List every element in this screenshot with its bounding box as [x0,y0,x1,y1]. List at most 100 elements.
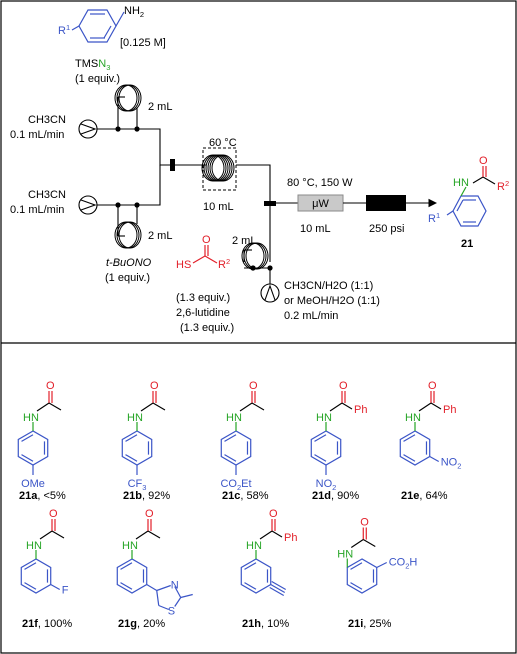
product-id: 21a [19,490,38,502]
carbonyl-o-label: O [46,380,55,392]
nh-label: HN [226,412,242,424]
product-o: O [479,155,488,167]
substituent-label: OMe [21,478,45,490]
thioacid-equiv: (1.3 equiv.) [176,292,230,304]
mw-volume: 10 mL [300,223,331,235]
pump1-icon [78,119,98,139]
pump2-rate: 0.1 mL/min [10,204,64,216]
product-id: 21f [22,618,38,630]
product-yield: , 10% [261,618,289,630]
carbonyl-o-label: O [49,508,58,520]
product-caption: 21e, 64% [401,490,448,502]
pump1-rate: 0.1 mL/min [10,129,64,141]
acyl-label: Ph [354,404,367,416]
product-yield: , 25% [363,618,391,630]
aniline-structure [71,9,125,43]
carbonyl-o-label: O [150,380,159,392]
pump3-solvent-a: CH3CN/H2O (1:1) [284,280,373,292]
acyl-label: Ph [284,532,297,544]
substituent-label: CO2Et [220,478,251,492]
tbuono-equiv: (1 equiv.) [105,272,150,284]
tbuono-label: t-BuONO [106,257,152,269]
carbonyl-o-label: O [145,508,154,520]
substituent-label: F [62,585,69,597]
product-yield: , 90% [331,490,359,502]
acyl-label: Ph [443,404,456,416]
product-id: 21g [118,618,137,630]
product-yield: , 100% [38,618,72,630]
carbonyl-o-label: O [428,380,437,392]
pump2-solvent: CH3CN [28,189,66,201]
product-21f: HN O F 21f, 100% [20,508,72,630]
product-yield: , 92% [142,490,170,502]
product-caption: 21c, 58% [222,490,269,502]
product-caption: 21f, 100% [22,618,72,630]
product-id: 21d [312,490,331,502]
carbonyl-o-label: O [360,517,369,529]
r1-label: R1 [58,23,70,37]
nh-label: HN [246,540,262,552]
tmsn3-equiv: (1 equiv.) [75,73,120,85]
reactor1-volume: 10 mL [203,201,234,213]
base-equiv: (1.3 equiv.) [180,322,234,334]
product-r2: R2 [497,179,509,193]
product-21-structure [446,166,496,227]
carbonyl-o-label: O [339,380,348,392]
bpr-label: BPR [375,198,398,210]
substituent-label: NO2 [316,478,337,492]
product-caption: 21h, 10% [242,618,289,630]
nh-label: HN [405,412,421,424]
loop1-coil [114,84,142,112]
product-number: 21 [461,238,473,250]
product-id: 21c [222,490,240,502]
loop3-volume: 2 mL [232,235,256,247]
product-caption: 21a, <5% [19,490,66,502]
tmsn3-label: TMSN3 [75,58,110,72]
product-id: 21i [348,618,363,630]
product-nh: HN [453,177,469,189]
substituent-label: NO2 [441,457,462,471]
pump1-solvent: CH3CN [28,114,66,126]
product-yield: , 64% [419,490,447,502]
carbonyl-o-label: O [269,508,278,520]
loop1-volume: 2 mL [148,101,172,113]
nh-label: HN [122,540,138,552]
product-yield: , 20% [137,618,165,630]
thioacid-structure [192,245,218,264]
pump3-solvent-b: or MeOH/H2O (1:1) [284,295,380,307]
reactor1-heater [202,147,237,191]
thiazole-n-label: N [171,580,179,592]
base-label: 2,6-lutidine [176,307,230,319]
loop2-coil [114,221,142,249]
product-caption: 21i, 25% [348,618,392,630]
substituent-label: CO2H [389,557,418,571]
t-mixer-2 [264,201,276,206]
thioacid-r2: R2 [218,257,230,271]
concentration-label: [0.125 M] [120,37,166,49]
product-yield: , 58% [240,490,268,502]
pump3-rate: 0.2 mL/min [284,310,338,322]
product-caption: 21g, 20% [118,618,165,630]
mw-label: μW [312,198,329,210]
nh-label: HN [23,412,39,424]
product-caption: 21d, 90% [312,490,359,502]
reactor1-coil [201,154,235,182]
thioacid-sh: HS [176,259,191,271]
reactor1-temp: 60 °C [209,137,237,149]
t-mixer-1 [170,159,175,171]
product-21h: HN O Ph 21h, 10% [240,508,297,630]
pump3-icon [260,283,280,303]
product-id: 21e [401,490,419,502]
nh-label: HN [316,412,332,424]
back-pressure-regulator [366,195,406,211]
nh-label: HN [26,540,42,552]
